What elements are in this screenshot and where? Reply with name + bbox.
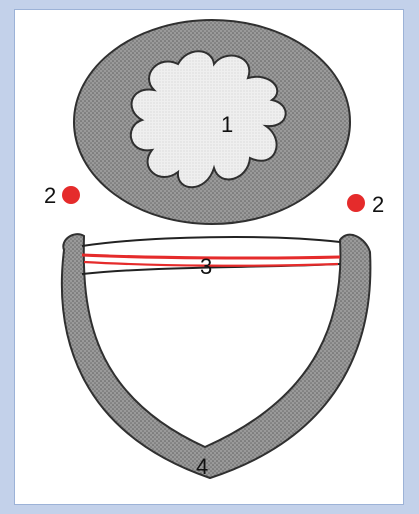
label-2-right: 2 [372, 192, 384, 217]
right-red-point [347, 194, 365, 212]
band-upper [82, 237, 340, 246]
label-2-left: 2 [44, 183, 56, 208]
label-3: 3 [200, 254, 212, 279]
label-4: 4 [196, 454, 208, 479]
label-1: 1 [221, 112, 233, 137]
left-red-point [62, 186, 80, 204]
